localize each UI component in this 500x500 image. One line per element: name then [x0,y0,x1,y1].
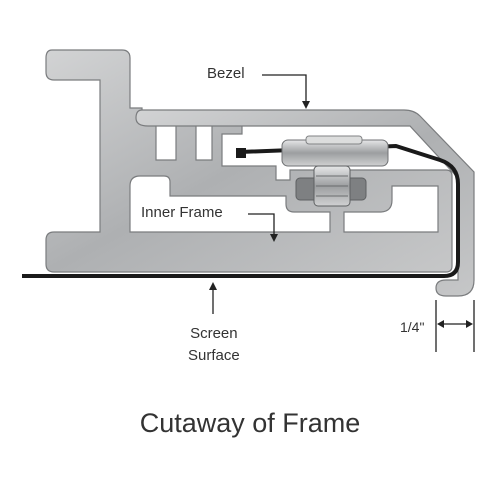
screen-surface-label-line2: Surface [188,347,240,364]
screen-surface-label: Screen Surface [188,323,240,367]
screen-material [22,144,460,278]
dimension-arrow-left [437,320,444,328]
inner-frame-extrusion [45,49,453,273]
screen-surface-leader-arrow [209,282,217,290]
quarter-inch-dimension [435,300,475,352]
diagram-caption: Cutaway of Frame [139,408,361,438]
inner-frame-leader-arrow [270,234,278,242]
dimension-label: 1/4" [400,319,425,335]
inner-frame-leader [248,213,275,236]
bezel-leader [262,74,307,104]
bezel-leader-arrow [302,101,310,109]
screen-material-end [236,148,246,158]
bezel-profile [135,109,475,297]
inner-frame-label: Inner Frame [141,204,223,221]
dimension-arrow-right [466,320,473,328]
screen-surface-label-line1: Screen [190,325,238,342]
bezel-label: Bezel [207,65,245,82]
fastener-assembly [281,135,389,207]
